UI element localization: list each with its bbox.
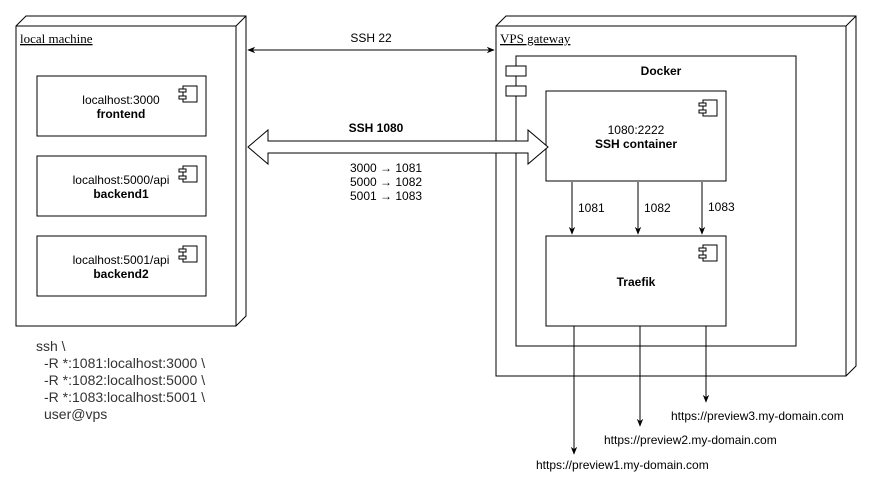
port-label: 1083 [708, 200, 735, 214]
docker-title: Docker [641, 64, 682, 78]
command-line: -R *:1081:localhost:3000 \ [44, 355, 205, 371]
ssh22-label: SSH 22 [350, 31, 392, 45]
component-icon [698, 244, 718, 262]
port-1082-arrow[interactable]: 1082 [634, 182, 671, 235]
component-icon [178, 165, 198, 183]
command-line: -R *:1082:localhost:5000 \ [44, 372, 205, 388]
ssh1080-tunnel[interactable]: SSH 1080 3000 → 1081 5000 → 1082 5001 → … [247, 121, 549, 203]
component-icon [698, 99, 718, 117]
ssh22-connection[interactable]: SSH 22 [247, 31, 495, 54]
backend2-component[interactable]: localhost:5001/api backend2 [36, 235, 207, 297]
component-icon [178, 245, 198, 263]
backend1-name: backend1 [93, 187, 149, 201]
frontend-component[interactable]: localhost:3000 frontend [36, 75, 207, 137]
command-line: user@vps [44, 406, 107, 422]
preview1-url: https://preview1.my-domain.com [536, 458, 709, 472]
command-line: -R *:1083:localhost:5001 \ [44, 389, 205, 405]
port-label: 1081 [578, 201, 605, 215]
port-1081-arrow[interactable]: 1081 [568, 182, 605, 235]
local-machine-title: local machine [20, 31, 93, 46]
ssh1080-label: SSH 1080 [349, 121, 404, 135]
ssh-command: ssh \ -R *:1081:localhost:3000 \ -R *:10… [36, 338, 205, 422]
vps-gateway-title: VPS gateway [500, 31, 571, 46]
ssh-container-name: SSH container [595, 137, 677, 151]
preview2-url: https://preview2.my-domain.com [604, 433, 777, 447]
traefik-component[interactable]: Traefik [545, 235, 727, 327]
preview3-arrow[interactable]: https://preview3.my-domain.com [671, 326, 844, 423]
command-line: ssh \ [36, 338, 66, 354]
preview2-arrow[interactable]: https://preview2.my-domain.com [604, 326, 777, 447]
ssh-container-component[interactable]: 1080:2222 SSH container [545, 90, 727, 182]
component-icon [178, 85, 198, 103]
forward-label: 5001 → 1083 [350, 189, 422, 203]
ssh-container-ports: 1080:2222 [608, 123, 665, 137]
frontend-name: frontend [97, 107, 146, 121]
backend2-address: localhost:5001/api [73, 253, 170, 267]
forward-label: 3000 → 1081 [350, 161, 422, 175]
backend1-address: localhost:5000/api [73, 173, 170, 187]
backend1-component[interactable]: localhost:5000/api backend1 [36, 155, 207, 217]
module-tab [505, 65, 527, 77]
frontend-address: localhost:3000 [82, 93, 160, 107]
forward-label: 5000 → 1082 [350, 175, 422, 189]
preview1-arrow[interactable]: https://preview1.my-domain.com [536, 326, 709, 472]
traefik-name: Traefik [617, 275, 656, 289]
port-label: 1082 [644, 201, 671, 215]
preview3-url: https://preview3.my-domain.com [671, 409, 844, 423]
port-1083-arrow[interactable]: 1083 [698, 182, 735, 235]
module-tab [505, 85, 527, 97]
backend2-name: backend2 [93, 267, 149, 281]
